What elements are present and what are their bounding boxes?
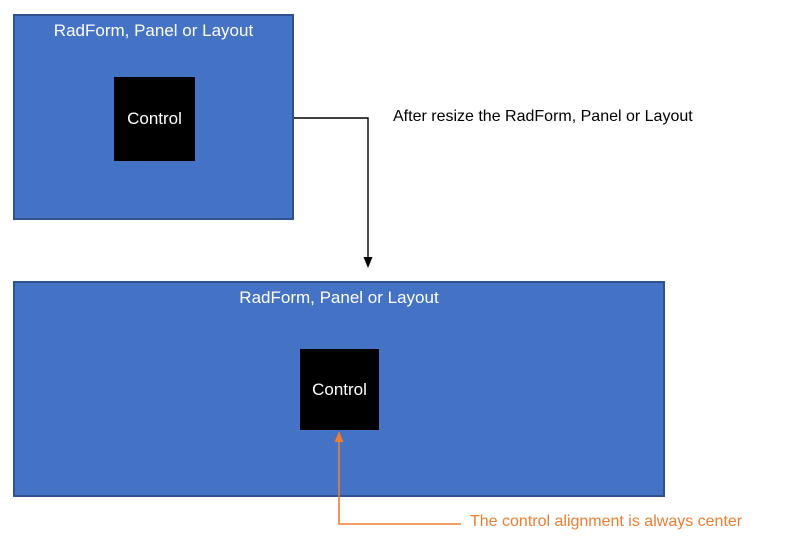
- control-box-before: Control: [114, 77, 195, 161]
- radform-panel-after: RadForm, Panel or Layout Control: [13, 281, 665, 497]
- panel-title-before: RadForm, Panel or Layout: [53, 21, 254, 40]
- control-box-after: Control: [300, 349, 379, 430]
- panel-title-after: RadForm, Panel or Layout: [239, 288, 439, 307]
- resize-arrow-head-icon: [363, 257, 373, 268]
- alignment-annotation: The control alignment is always center: [470, 513, 743, 530]
- control-label-before: Control: [127, 109, 182, 128]
- radform-panel-before: RadForm, Panel or Layout Control: [13, 14, 294, 220]
- resize-annotation: After resize the RadForm, Panel or Layou…: [393, 108, 693, 125]
- resize-arrow-line: [294, 117, 369, 258]
- control-label-after: Control: [312, 379, 367, 399]
